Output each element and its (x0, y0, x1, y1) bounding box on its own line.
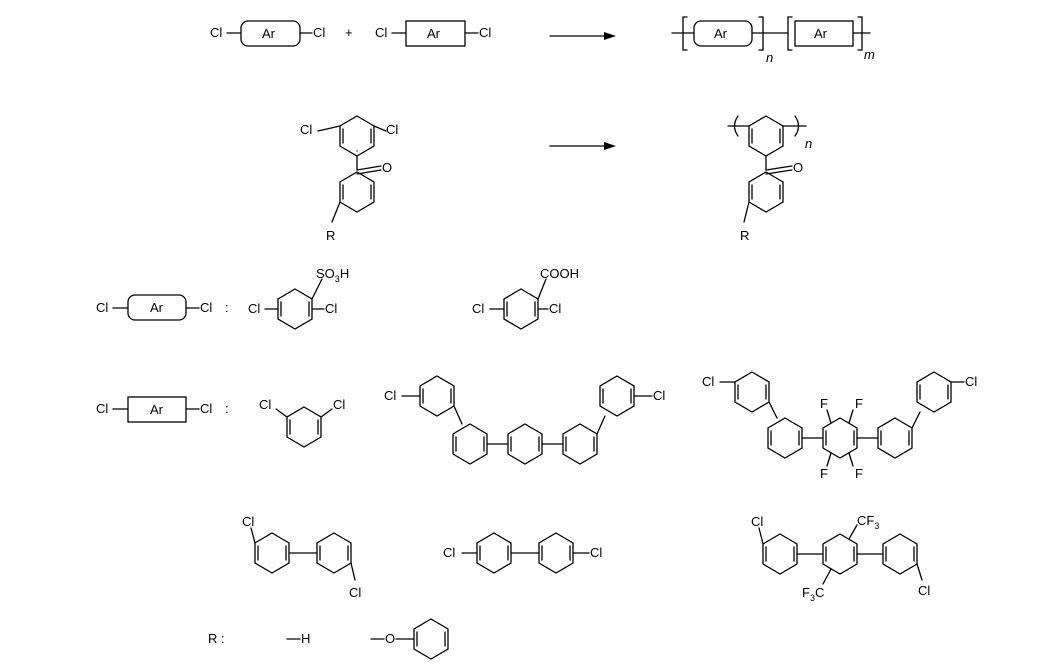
cl-label: Cl (443, 545, 455, 560)
n-subscript: n (766, 50, 773, 65)
dichlorobenzoic-acid: COOH Cl Cl (472, 266, 579, 330)
ar-label: Ar (427, 26, 441, 41)
cl-label: Cl (384, 388, 396, 403)
cl-label: Cl (751, 514, 763, 529)
fluoro-label: F (855, 396, 863, 411)
cl-label: Cl (300, 122, 312, 137)
cl-label: Cl (313, 25, 325, 40)
ar-rect-box (794, 20, 854, 47)
reaction-arrow-1 (549, 32, 616, 40)
h-label: H (301, 631, 310, 646)
cl-label: Cl (248, 301, 260, 316)
r-colon-label: R : (208, 631, 225, 646)
m-dichlorobenzene: Cl Cl (259, 397, 345, 448)
ar-rect-definition: Cl Ar Cl : (96, 396, 229, 423)
r-label: R (740, 228, 749, 243)
cl-label: Cl (702, 374, 714, 389)
polyketone-product: n O R (727, 115, 812, 243)
ar-label: Ar (150, 402, 164, 417)
cl-label: Cl (472, 301, 484, 316)
ar-label: Ar (150, 300, 164, 315)
sulfonated-dichlorobenzene: SO3H Cl Cl (248, 266, 349, 330)
dichloro-quaterphenyl: Cl Cl (384, 375, 665, 465)
dichlorobiphenyl-meta: Cl Cl (242, 514, 361, 600)
cl-label: Cl (479, 25, 491, 40)
ar-label: Ar (262, 26, 276, 41)
cl-label: Cl (259, 397, 271, 412)
ar-rounded-definition: Cl Ar Cl : (96, 294, 229, 321)
r-definitions: R : H O (208, 618, 449, 660)
r-label: R (326, 228, 335, 243)
colon: : (225, 300, 229, 315)
so3h-label: SO3H (316, 266, 349, 284)
n-subscript: n (805, 136, 812, 151)
cl-label: Cl (333, 397, 345, 412)
monomer-ar-rect: Cl Ar Cl (375, 20, 491, 47)
bis-cf3-terphenyl-dichloro: Cl CF3 F3C Cl (751, 513, 930, 603)
cl-label: Cl (242, 514, 254, 529)
ar-rect-box (127, 396, 187, 423)
cl-label: Cl (200, 300, 212, 315)
plus-sign: + (345, 25, 353, 40)
cl-label: Cl (210, 25, 222, 40)
fluoro-label: F (820, 396, 828, 411)
cl-label: Cl (349, 585, 361, 600)
f3c-label: F3C (802, 585, 824, 603)
cl-label: Cl (375, 25, 387, 40)
cl-label: Cl (590, 545, 602, 560)
monomer-ar-rounded: Cl Ar Cl (210, 20, 325, 47)
cl-label: Cl (200, 401, 212, 416)
cl-label: Cl (965, 374, 977, 389)
cooh-label: COOH (540, 266, 579, 281)
cl-label: Cl (96, 401, 108, 416)
fluoro-label: F (855, 466, 863, 481)
tetrafluoro-terphenyl-bis-chlorophenyl: Cl F F F F Cl (702, 371, 977, 481)
cl-label: Cl (549, 301, 561, 316)
cl-label: Cl (918, 583, 930, 598)
dichlorobenzophenone-monomer: Cl Cl O R (300, 115, 398, 243)
dichlorobiphenyl-para: Cl Cl (443, 532, 602, 574)
m-subscript: m (864, 47, 875, 62)
ar-label: Ar (714, 26, 728, 41)
copolymer-product: Ar n Ar m (671, 16, 875, 65)
fluoro-label: F (820, 466, 828, 481)
carbonyl-o: O (793, 160, 803, 175)
cl-label: Cl (96, 300, 108, 315)
cl-label: Cl (653, 388, 665, 403)
cf3-label: CF3 (857, 513, 879, 531)
colon: : (225, 401, 229, 416)
ether-o-label: O (385, 631, 395, 646)
cl-label: Cl (325, 301, 337, 316)
ar-rect-box (405, 20, 466, 47)
carbonyl-o: O (382, 160, 392, 175)
ar-label: Ar (814, 26, 828, 41)
reaction-arrow-2 (549, 142, 616, 150)
cl-label: Cl (386, 122, 398, 137)
